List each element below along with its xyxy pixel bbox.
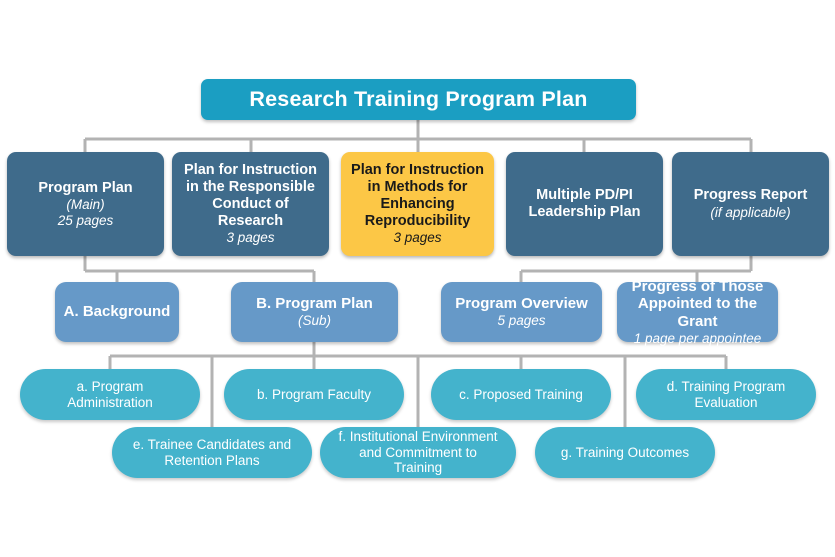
node-title: B. Program Plan: [256, 295, 373, 313]
node-b-program-faculty[interactable]: b. Program Faculty: [224, 369, 404, 420]
node-program-plan[interactable]: Program Plan (Main) 25 pages: [7, 152, 164, 256]
node-title: A. Background: [63, 303, 171, 321]
node-subtitle: (Main): [66, 196, 105, 212]
node-title: c. Proposed Training: [459, 386, 583, 402]
node-title: Progress of Those Appointed to the Grant: [631, 277, 764, 330]
node-progress-report[interactable]: Progress Report (if applicable): [672, 152, 829, 256]
node-pagecount: 3 pages: [226, 230, 275, 246]
node-subtitle: (if applicable): [710, 204, 791, 220]
node-research-training-program-plan[interactable]: Research Training Program Plan: [201, 79, 636, 120]
node-d-training-program-evaluation[interactable]: d. Training Program Evaluation: [636, 369, 816, 420]
node-program-overview[interactable]: Program Overview 5 pages: [441, 282, 602, 342]
node-title: g. Training Outcomes: [560, 444, 690, 460]
node-title: Program Overview: [455, 295, 588, 313]
node-title: f. Institutional Environment and Commitm…: [338, 428, 498, 476]
node-enhancing-reproducibility[interactable]: Plan for Instruction in Methods for Enha…: [341, 152, 494, 256]
node-title: Plan for Instruction in the Responsible …: [184, 161, 317, 230]
node-pagecount: 3 pages: [393, 230, 442, 246]
node-pagecount: 5 pages: [497, 312, 546, 328]
node-c-proposed-training[interactable]: c. Proposed Training: [431, 369, 611, 420]
node-g-training-outcomes[interactable]: g. Training Outcomes: [535, 427, 715, 478]
node-title: d. Training Program Evaluation: [666, 378, 786, 410]
node-f-institutional-environment[interactable]: f. Institutional Environment and Commitm…: [320, 427, 516, 478]
node-title: Research Training Program Plan: [249, 86, 588, 111]
node-title: Plan for Instruction in Methods for Enha…: [351, 161, 484, 230]
node-e-trainee-candidates[interactable]: e. Trainee Candidates and Retention Plan…: [112, 427, 312, 478]
node-title: Multiple PD/PI Leadership Plan: [528, 186, 641, 220]
node-title: Progress Report: [693, 187, 808, 204]
node-subtitle: (Sub): [297, 312, 331, 328]
node-progress-appointed[interactable]: Progress of Those Appointed to the Grant…: [617, 278, 778, 346]
node-title: b. Program Faculty: [256, 386, 372, 402]
node-title: a. Program Administration: [67, 378, 153, 410]
node-a-program-administration[interactable]: a. Program Administration: [20, 369, 200, 420]
node-pagecount: 25 pages: [57, 212, 114, 228]
node-title: e. Trainee Candidates and Retention Plan…: [132, 436, 292, 468]
node-pagecount: 1 page per appointee: [633, 330, 762, 346]
node-title: Program Plan: [38, 179, 133, 196]
node-multiple-pd-pi-leadership[interactable]: Multiple PD/PI Leadership Plan: [506, 152, 663, 256]
node-responsible-conduct[interactable]: Plan for Instruction in the Responsible …: [172, 152, 329, 256]
node-b-program-plan[interactable]: B. Program Plan (Sub): [231, 282, 398, 342]
node-a-background[interactable]: A. Background: [55, 282, 179, 342]
